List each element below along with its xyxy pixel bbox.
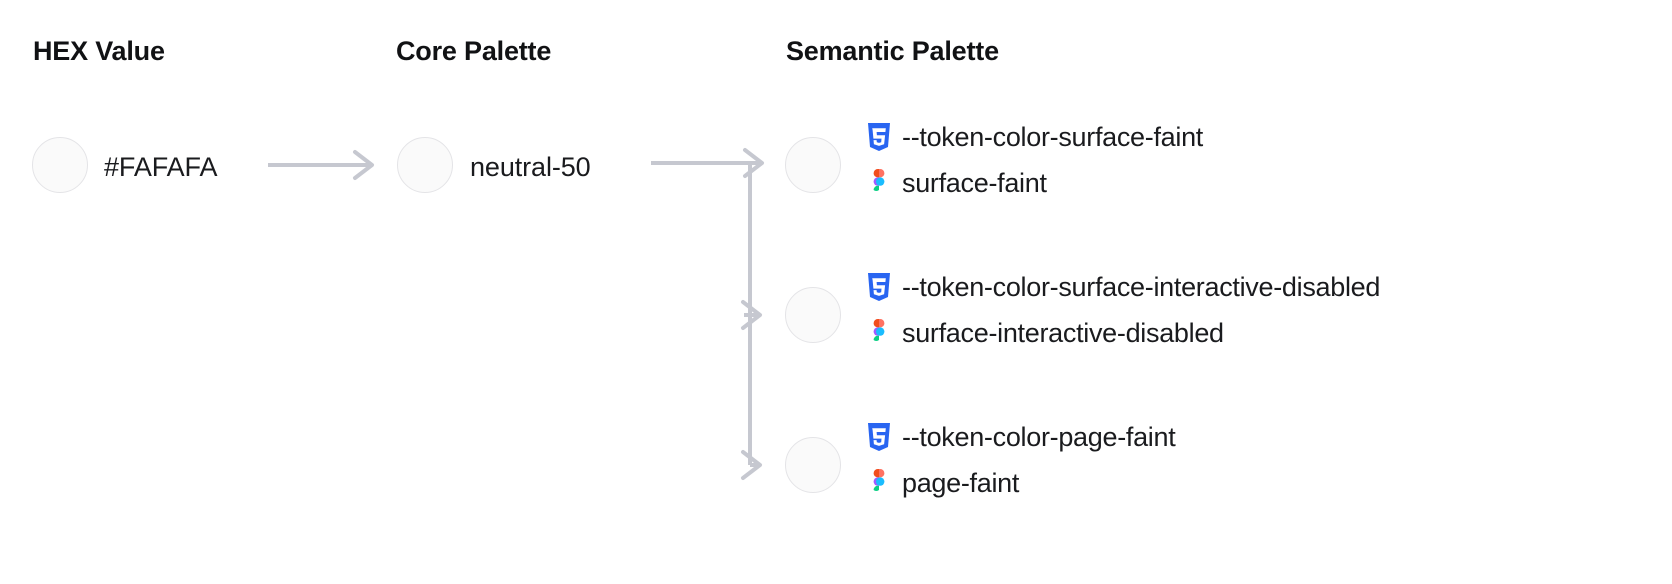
css3-icon [866, 422, 892, 452]
css-token-line: --token-color-surface-interactive-disabl… [866, 264, 1656, 310]
css3-icon [866, 122, 892, 152]
hex-value-label: #FAFAFA [104, 152, 218, 182]
css-token-label: --token-color-surface-interactive-disabl… [902, 271, 1381, 302]
figma-icon [866, 468, 892, 498]
color-swatch-hex[interactable] [32, 137, 88, 193]
color-swatch-core[interactable] [397, 137, 453, 193]
figma-token-line: surface-interactive-disabled [866, 310, 1656, 356]
arrow-hex-to-core [268, 150, 374, 180]
arrow-core-to-semantic-branch [651, 148, 764, 480]
column-heading-semantic-palette: Semantic Palette [786, 36, 999, 66]
figma-icon [866, 318, 892, 348]
css-token-label: --token-color-page-faint [902, 421, 1176, 452]
css-token-label: --token-color-surface-faint [902, 121, 1204, 152]
css-token-line: --token-color-page-faint [866, 414, 1656, 460]
semantic-row: --token-color-page-faint page-faint [866, 414, 1656, 506]
figma-token-label: surface-faint [902, 167, 1047, 198]
column-heading-core-palette: Core Palette [396, 36, 552, 66]
column-heading-hex-value: HEX Value [33, 36, 165, 66]
css-token-line: --token-color-surface-faint [866, 114, 1656, 160]
semantic-row: --token-color-surface-interactive-disabl… [866, 264, 1656, 356]
core-palette-value-label: neutral-50 [470, 152, 591, 182]
figma-icon [866, 168, 892, 198]
figma-token-line: page-faint [866, 460, 1656, 506]
figma-token-line: surface-faint [866, 160, 1656, 206]
figma-token-label: page-faint [902, 467, 1020, 498]
color-swatch-semantic-1[interactable] [785, 287, 841, 343]
figma-token-label: surface-interactive-disabled [902, 317, 1224, 348]
color-swatch-semantic-0[interactable] [785, 137, 841, 193]
color-swatch-semantic-2[interactable] [785, 437, 841, 493]
semantic-row: --token-color-surface-faint surface-fain… [866, 114, 1656, 206]
css3-icon [866, 272, 892, 302]
